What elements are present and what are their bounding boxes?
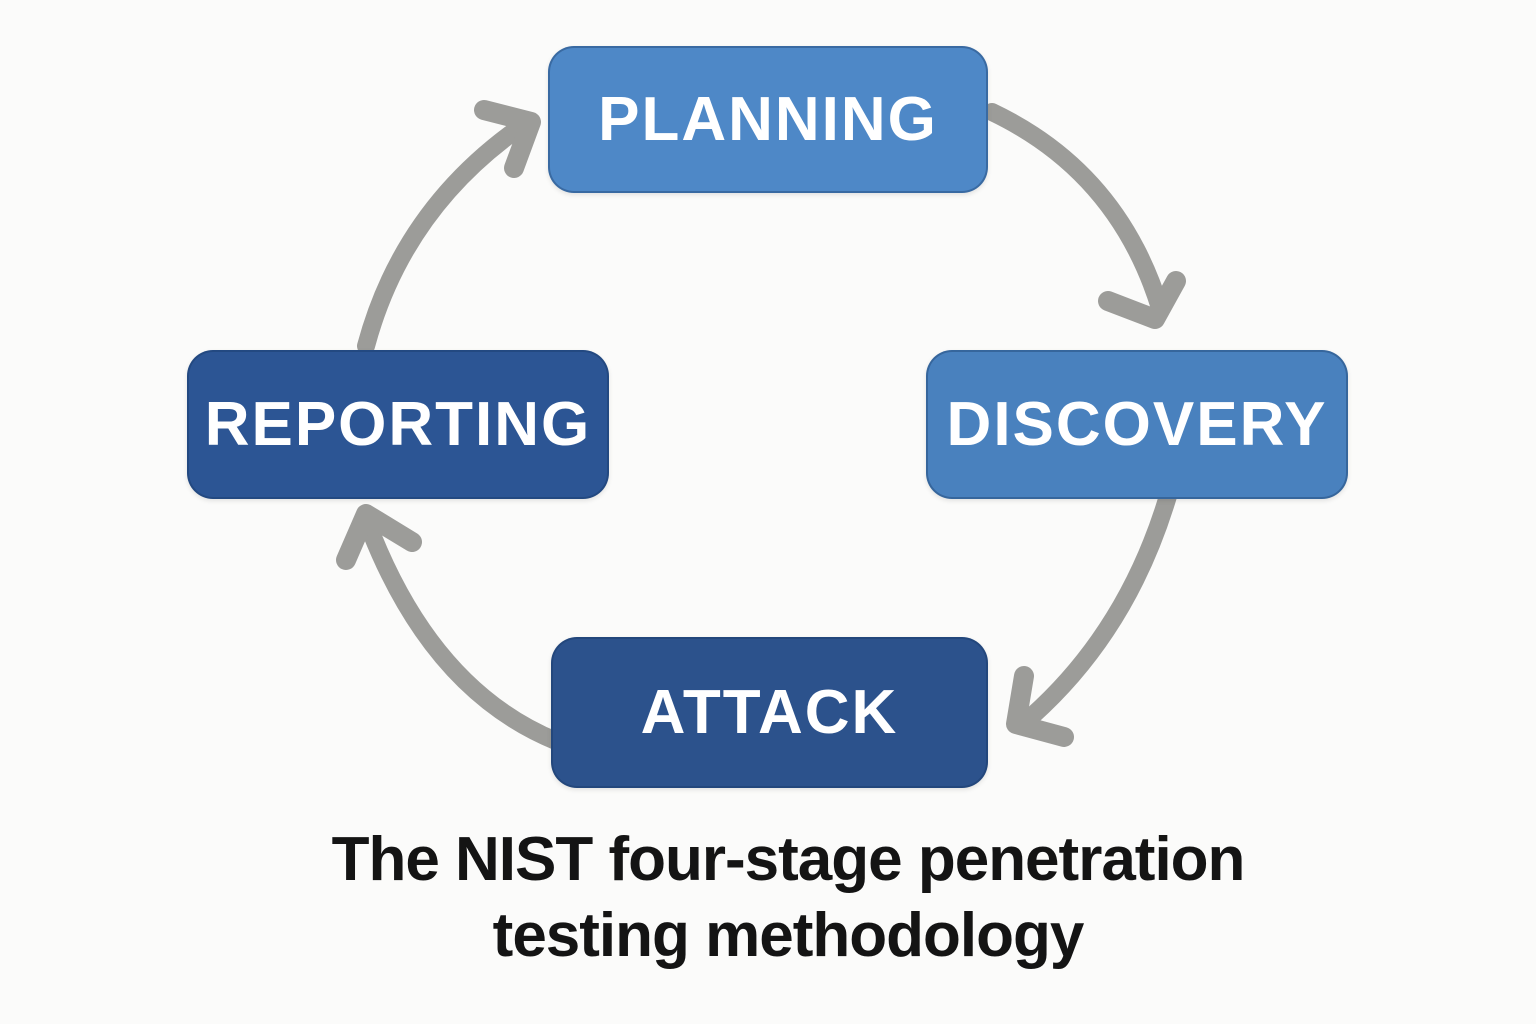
stage-box-discovery: DISCOVERY: [926, 350, 1348, 499]
arrow-shaft: [983, 103, 1169, 317]
stage-box-attack: ATTACK: [551, 637, 988, 788]
cycle-arrow-planning-to-discovery-icon: [983, 103, 1186, 329]
arrowhead-icon: [1006, 666, 1074, 747]
diagram-caption: The NIST four-stage penetration testing …: [20, 822, 1536, 973]
stage-label-attack: ATTACK: [640, 678, 899, 747]
arrow-shaft: [357, 121, 525, 355]
stage-label-planning: PLANNING: [598, 85, 938, 154]
arrow-shaft: [362, 523, 565, 750]
stage-box-reporting: REPORTING: [187, 350, 609, 499]
caption-line-1: The NIST four-stage penetration: [331, 825, 1246, 894]
cycle-arrow-reporting-to-planning-icon: [357, 100, 541, 355]
cycle-arrow-discovery-to-attack-icon: [1006, 487, 1177, 747]
caption-line-2: testing methodology: [492, 900, 1085, 970]
stage-label-discovery: DISCOVERY: [946, 390, 1328, 459]
cycle-arrow-attack-to-reporting-icon: [336, 504, 565, 750]
stage-label-reporting: REPORTING: [204, 390, 592, 459]
arrowhead-icon: [336, 504, 422, 570]
arrow-shaft: [1023, 487, 1177, 725]
stage-box-planning: PLANNING: [548, 46, 988, 193]
arrowhead-icon: [1098, 271, 1186, 329]
arrowhead-icon: [474, 100, 541, 178]
